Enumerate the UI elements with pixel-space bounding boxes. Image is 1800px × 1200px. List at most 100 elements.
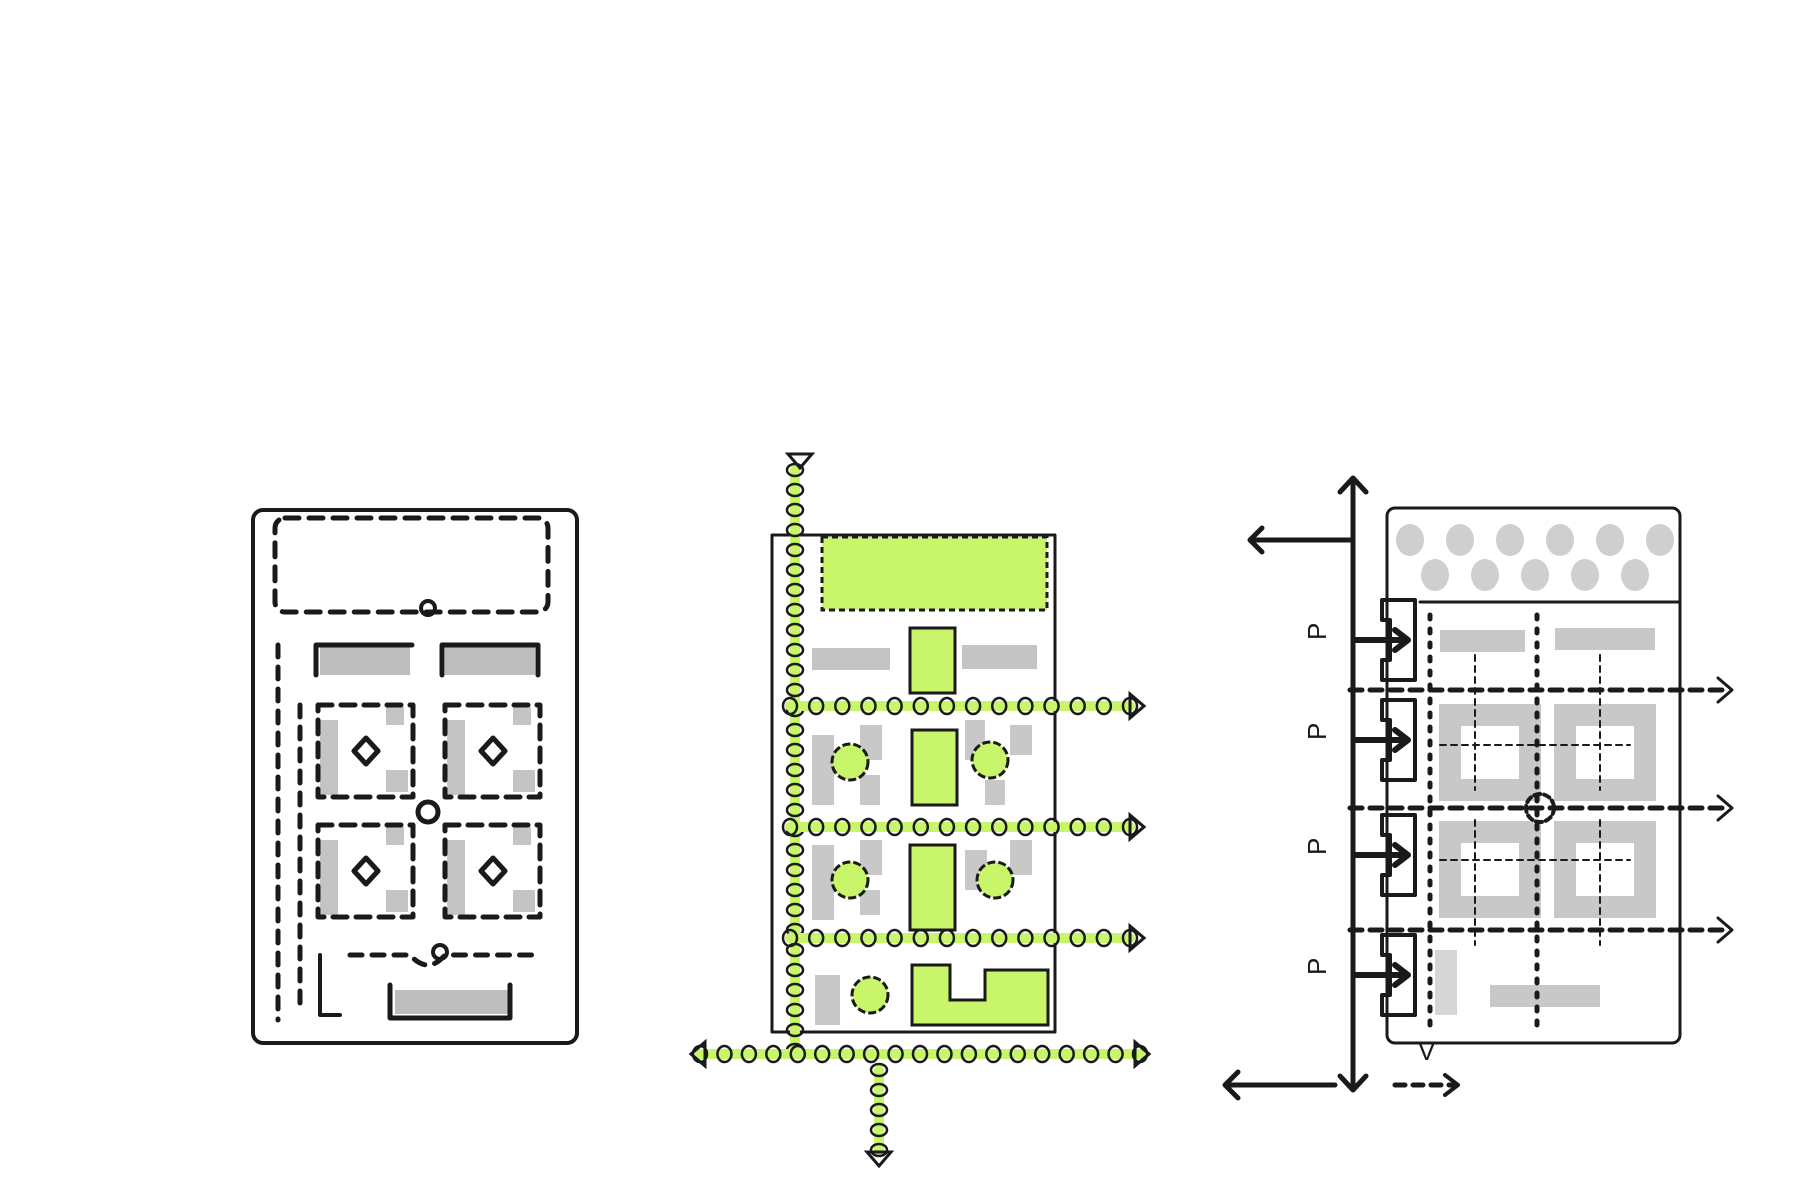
building-bar-bottom	[395, 990, 510, 1014]
block-layout-diagram	[251, 508, 579, 1045]
grey-building	[812, 735, 834, 805]
tree-dot	[785, 542, 805, 558]
tree-dot	[785, 482, 805, 498]
tree-dot	[785, 602, 805, 618]
building-bar	[445, 647, 535, 675]
arrowhead-triangle	[1128, 922, 1147, 954]
tree-dot	[964, 696, 982, 716]
tree-dot	[1017, 928, 1034, 948]
arrowhead-triangle	[688, 1038, 707, 1070]
parking-bracket	[1380, 813, 1417, 897]
tree-dot	[838, 1044, 855, 1064]
grey-building	[1490, 985, 1600, 1007]
tree-dot	[1095, 817, 1113, 837]
grey-building	[985, 780, 1005, 805]
arrowhead-triangle	[1128, 690, 1147, 722]
courtyard-blocks	[315, 702, 543, 920]
node-circle	[431, 943, 449, 961]
tree-dot	[869, 1082, 889, 1098]
tree-dot	[869, 1062, 889, 1078]
building-piece	[447, 840, 465, 915]
tree-cluster	[830, 742, 870, 782]
parking-bracket	[1380, 598, 1417, 682]
bar-edges	[313, 642, 541, 678]
tree-dot	[813, 1044, 831, 1064]
tree-dot	[964, 928, 982, 948]
tree-dot	[862, 1044, 880, 1064]
tree-dot	[785, 662, 805, 678]
tree-dot	[869, 1142, 889, 1158]
building-piece	[513, 890, 535, 912]
tree-dot	[1095, 696, 1113, 716]
tree-dot	[886, 928, 903, 948]
tree-blob	[1571, 559, 1599, 591]
tree-dot	[1017, 696, 1034, 716]
tree-dot	[789, 1044, 807, 1064]
tree-dot	[938, 928, 956, 948]
tree-blob	[1471, 559, 1499, 591]
tree-blob	[1546, 524, 1574, 556]
top-open-space-dashed	[272, 515, 551, 615]
courtyard-blocks	[1435, 628, 1656, 1015]
tree-dot	[785, 722, 805, 738]
pedestrian-arrowhead	[1443, 1073, 1460, 1097]
tree-clusters	[830, 740, 1015, 1015]
grey-building	[1435, 950, 1457, 1015]
parking-label: P	[1302, 838, 1332, 855]
arrowhead	[1716, 916, 1734, 944]
tree-dot	[1107, 1044, 1124, 1064]
tree-dot	[912, 817, 930, 837]
arrowhead-triangle	[1128, 811, 1147, 843]
road-branch-arrow-top	[1247, 525, 1356, 555]
diamond-symbol	[478, 735, 508, 767]
parking-entry-arrow	[1352, 962, 1411, 988]
tree-dot	[785, 622, 805, 638]
tree-dot	[834, 928, 851, 948]
building-bar	[812, 648, 890, 670]
tree-dot	[1043, 928, 1060, 948]
tree-dot	[785, 742, 805, 758]
tree-dot	[785, 982, 805, 998]
park-area	[820, 535, 1049, 612]
tree-dot	[936, 1044, 953, 1064]
courtyard-block	[442, 822, 543, 920]
site-boundary	[1385, 506, 1682, 1045]
tree-dot	[716, 1044, 733, 1064]
central-node	[1524, 792, 1556, 824]
arrowhead	[1716, 794, 1734, 822]
tree-cluster	[830, 860, 870, 900]
tree-dot	[1095, 928, 1113, 948]
building-bar	[320, 647, 410, 675]
tree-dot	[938, 817, 956, 837]
tree-dot	[785, 582, 805, 598]
tree-dot	[785, 902, 805, 918]
tree-dot	[785, 1002, 805, 1018]
tree-dot	[834, 696, 851, 716]
arrowhead-triangle	[784, 452, 816, 471]
tree-blob	[1421, 559, 1449, 591]
tree-dot	[860, 817, 877, 837]
tree-dot	[785, 802, 805, 818]
tree-dot	[1069, 817, 1086, 837]
tree-dot	[765, 1044, 782, 1064]
tree-dot	[964, 817, 982, 837]
grey-building	[860, 890, 880, 915]
green-strip	[908, 626, 957, 695]
bottom-bracket	[387, 982, 513, 1021]
tree-dot	[990, 696, 1008, 716]
parking-bracket	[1380, 933, 1417, 1017]
grey-building	[815, 975, 840, 1025]
tree-dot	[886, 696, 903, 716]
courtyard-ring	[1439, 704, 1541, 801]
tree-dot	[1058, 1044, 1075, 1064]
diamond-symbol	[351, 855, 381, 887]
building-piece	[386, 890, 408, 912]
tree-dot	[886, 817, 903, 837]
parking-entry-arrow	[1352, 627, 1411, 653]
tree-blob	[1496, 524, 1524, 556]
building-bar	[962, 645, 1037, 669]
tree-dot	[1033, 1044, 1051, 1064]
small-bracket	[318, 953, 342, 1017]
